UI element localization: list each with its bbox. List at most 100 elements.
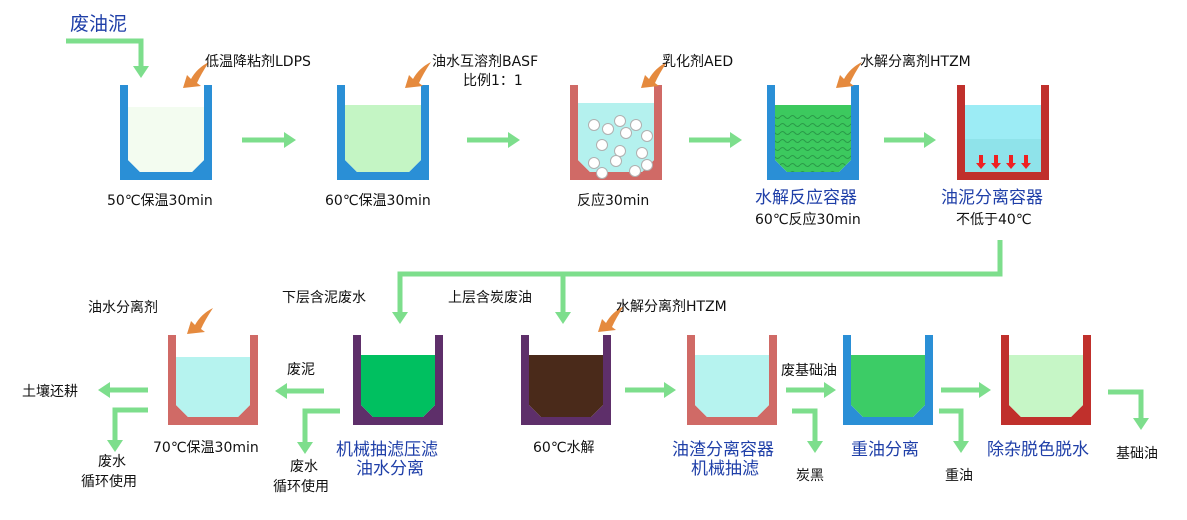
output-heavy-oil: 重油	[945, 468, 973, 484]
flow-c3-c4	[689, 132, 742, 148]
vessel-liquid	[361, 355, 435, 417]
vessel-liquid	[775, 105, 851, 172]
lower-layer	[965, 139, 1041, 172]
bubble	[620, 127, 632, 139]
flow-line	[112, 407, 148, 442]
caption-c2: 60℃保温30min	[325, 193, 431, 209]
vessel-d5	[843, 335, 933, 425]
arrow-head-icon	[508, 132, 520, 148]
vessel-liquid	[1009, 355, 1083, 417]
flow-to-soil	[98, 382, 148, 398]
container-name-d4-line1: 油渣分离容器	[672, 440, 774, 460]
vessels	[120, 85, 1091, 425]
arrow-head-icon	[807, 441, 823, 453]
caption-c3: 反应30min	[577, 192, 649, 209]
vessel-wall	[168, 335, 258, 425]
additive-label-c2: 油水互溶剂BASF	[432, 54, 538, 70]
flow-to-wastewater1	[107, 407, 148, 452]
settling-arrow-icon	[1006, 155, 1016, 169]
flow-to-upper-layer	[555, 274, 571, 324]
additive-arrow-icon-c4	[836, 62, 862, 88]
container-name-d4-line2: 机械抽滤	[691, 459, 759, 479]
flow-d4-to-d5	[786, 382, 836, 398]
bubble	[610, 155, 622, 167]
vessel-d4	[687, 335, 777, 425]
vessel-wall	[353, 335, 443, 425]
flow-to-carbon-black	[792, 408, 823, 453]
container-name-d6: 除杂脱色脱水	[987, 440, 1089, 460]
vessel-wall	[337, 85, 429, 180]
output-carbon-black: 炭黑	[796, 468, 824, 484]
lower-layer-label: 下层含泥废水	[282, 290, 366, 306]
vessel-d1	[168, 335, 258, 425]
additive-label-d1: 油水分离剂	[88, 299, 158, 316]
vessel-wall	[521, 335, 611, 425]
vessel-wall	[767, 85, 859, 180]
caption-d1: 70℃保温30min	[153, 440, 259, 456]
flow-c2-c3	[467, 132, 520, 148]
arrow-head-icon	[133, 66, 149, 78]
output-waste-base-oil: 废基础油	[781, 362, 837, 379]
additive-arrow-icon-c1	[183, 62, 209, 88]
bubble	[630, 119, 642, 131]
flow-d5-to-d6	[941, 382, 991, 398]
vessel-liquid	[851, 355, 925, 417]
flow-to-base-oil	[1108, 389, 1149, 430]
additive-sublabel-c2: 比例1：1	[463, 73, 523, 89]
flow-c1-c2	[242, 132, 296, 148]
container-name-d2-line2: 油水分离	[356, 459, 424, 479]
output-wastewater1-line2: 循环使用	[81, 473, 137, 490]
bubble	[614, 145, 626, 157]
vessel-c1	[120, 85, 212, 180]
additive-arrow-icon-d3	[598, 306, 624, 332]
settling-arrow-icon	[976, 155, 986, 169]
vessel-d6	[1001, 335, 1091, 425]
bubble	[641, 130, 653, 142]
flow-to-lower-layer	[392, 240, 1003, 324]
vessel-wall	[1001, 335, 1091, 425]
arrow-head-icon	[979, 382, 991, 398]
bubble	[588, 157, 600, 169]
additive-arrow-icon-c3	[641, 62, 667, 88]
upper-layer-label: 上层含炭废油	[448, 290, 532, 306]
flow-to-wastewater2	[297, 408, 340, 454]
feed-arrow	[66, 38, 149, 78]
additive-label-d3: 水解分离剂HTZM	[616, 298, 727, 315]
output-wastewater2-line2: 循环使用	[273, 478, 329, 495]
bubble	[629, 165, 641, 177]
bubble	[636, 147, 648, 159]
arrow-head-icon	[1133, 418, 1149, 430]
settling-arrow-icon	[1021, 155, 1031, 169]
bubble	[602, 123, 614, 135]
arrow-head-icon	[107, 440, 123, 452]
arrow-head-icon	[924, 132, 936, 148]
caption-c1: 50℃保温30min	[107, 193, 213, 209]
flow-line	[792, 408, 818, 443]
bubble	[596, 167, 608, 179]
caption-c5: 不低于40℃	[956, 212, 1032, 228]
vessel-c3	[570, 85, 662, 180]
container-name-c4: 水解反应容器	[755, 188, 857, 208]
vessel-liquid	[128, 107, 204, 172]
vessel-wall	[120, 85, 212, 180]
arrow-head-icon	[953, 441, 969, 453]
flow-line	[66, 38, 144, 68]
output-wastewater2-line1: 废水	[290, 459, 318, 475]
output-sludge: 废泥	[287, 362, 315, 378]
arrow-head-icon	[664, 382, 676, 398]
vessel-liquid	[176, 357, 250, 417]
additive-arrow-icon-d1	[187, 308, 213, 334]
caption-c4: 60℃反应30min	[755, 211, 861, 228]
vessel-d2	[353, 335, 443, 425]
vessel-c4	[767, 85, 859, 180]
arrow-head-icon	[297, 442, 313, 454]
vessel-liquid	[345, 105, 421, 172]
arrow-head-icon	[98, 382, 110, 398]
additive-label-c4: 水解分离剂HTZM	[860, 53, 971, 70]
container-name-c5: 油泥分离容器	[941, 188, 1043, 208]
flow-to-heavy-oil	[939, 408, 969, 453]
arrow-head-icon	[555, 312, 571, 324]
flow-line	[939, 408, 964, 443]
output-soil-reclamation: 土壤还耕	[22, 383, 78, 400]
arrow-head-icon	[730, 132, 742, 148]
